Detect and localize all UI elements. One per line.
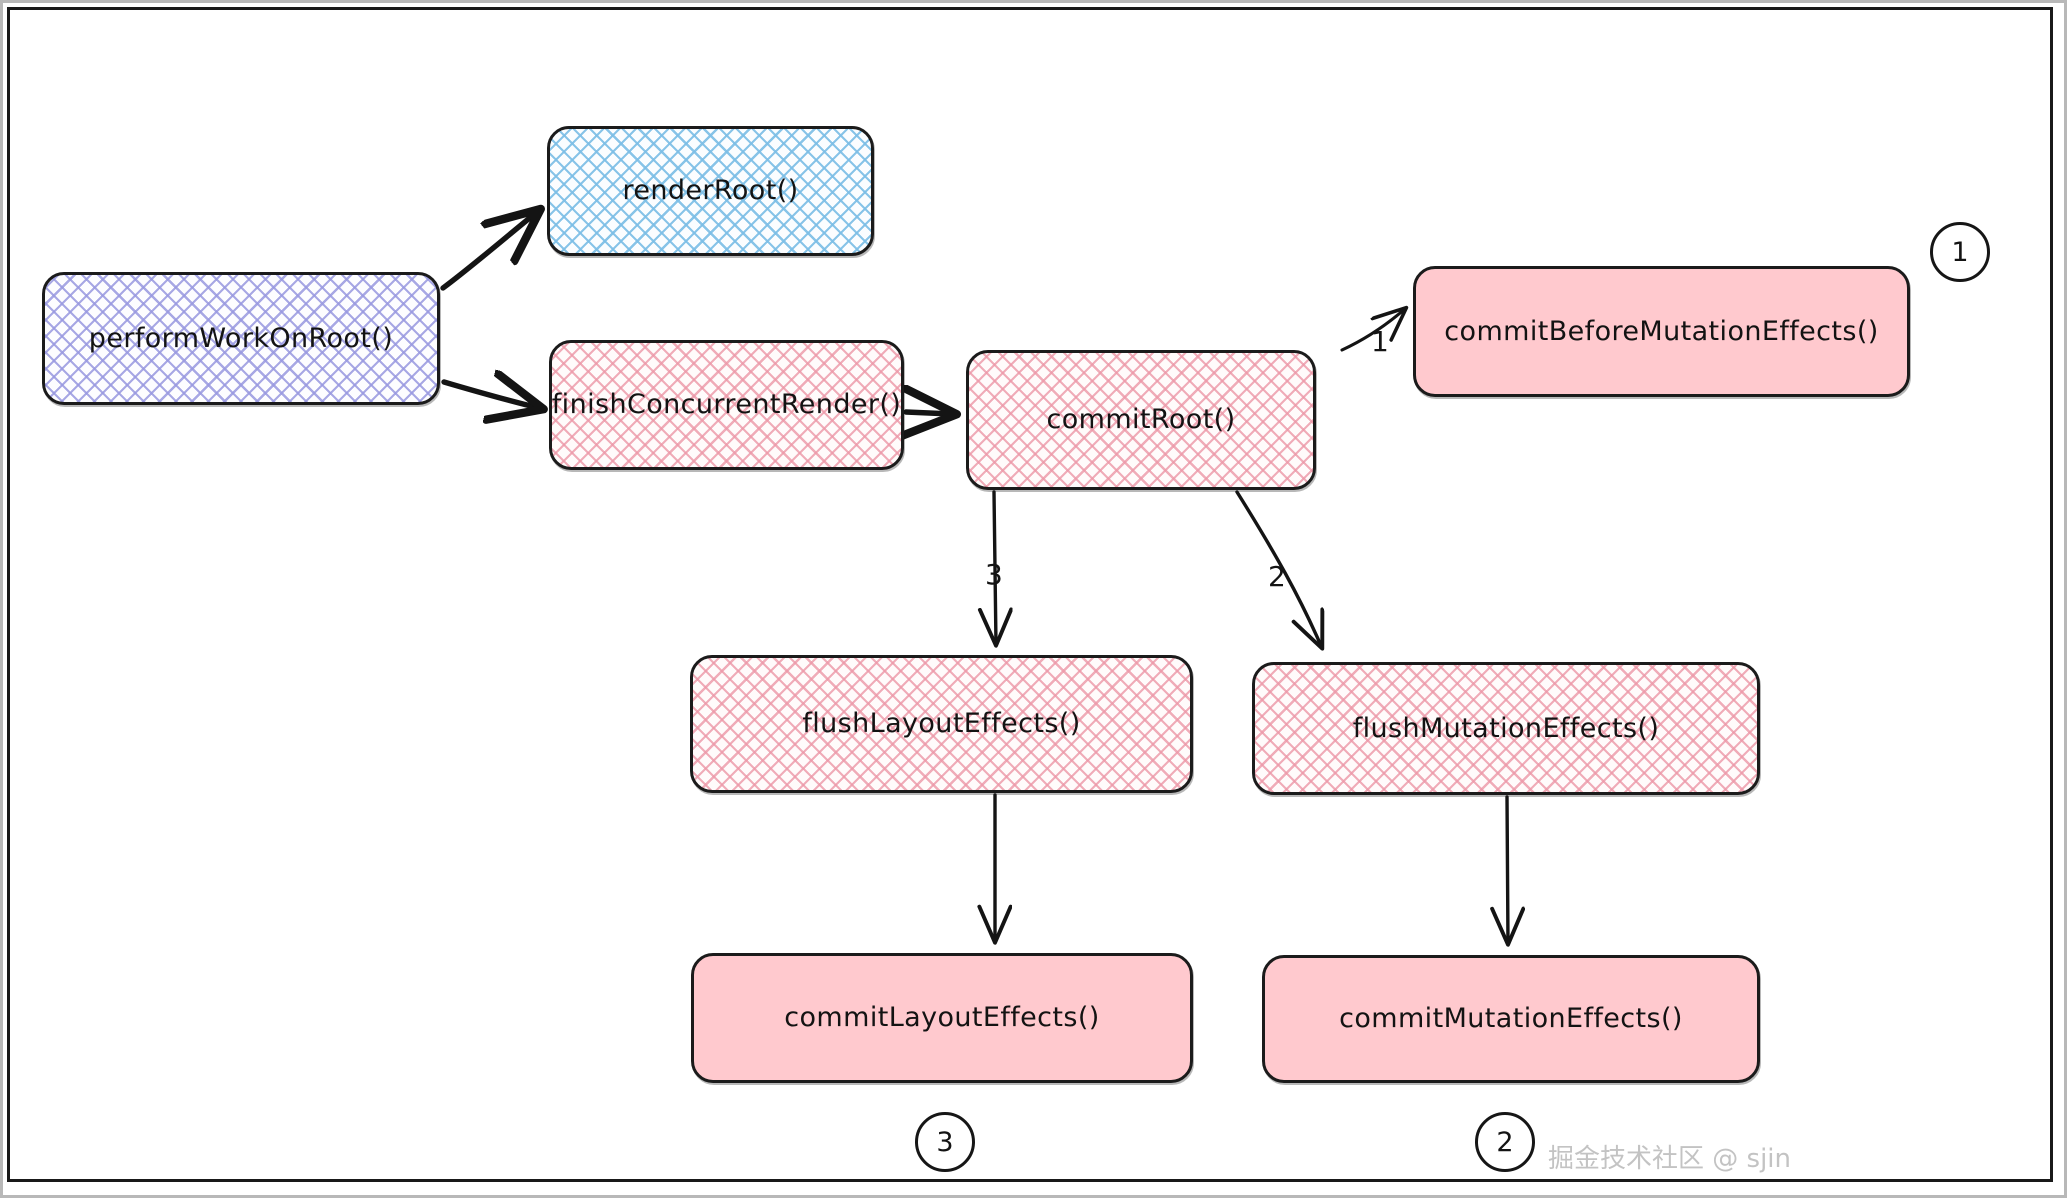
node-label: finishConcurrentRender()	[551, 389, 902, 421]
watermark: 掘金技术社区 @ sjin	[1548, 1144, 1792, 1174]
node-commitBeforeMutationEffects[interactable]: commitBeforeMutationEffects()	[1413, 266, 1910, 397]
node-commitMutationEffects[interactable]: commitMutationEffects()	[1262, 955, 1760, 1083]
node-renderRoot[interactable]: renderRoot()	[547, 126, 874, 256]
node-label: commitRoot()	[1046, 404, 1236, 436]
node-commitRoot[interactable]: commitRoot()	[966, 350, 1316, 490]
edge-flushMutationEffects-to-commitMutationEffects	[1507, 795, 1508, 944]
edge-performWorkOnRoot-to-renderRoot	[440, 212, 537, 291]
node-label: commitLayoutEffects()	[784, 1002, 1100, 1034]
step-badge-label: 3	[936, 1126, 954, 1158]
node-label: renderRoot()	[622, 175, 799, 207]
edge-label-3: 3	[985, 558, 1003, 591]
step-badge-3: 3	[915, 1112, 975, 1172]
edge-label-1: 1	[1371, 325, 1389, 358]
node-label: flushMutationEffects()	[1352, 712, 1660, 744]
step-badge-1: 1	[1930, 222, 1990, 282]
node-label: performWorkOnRoot()	[88, 322, 394, 354]
node-performWorkOnRoot[interactable]: performWorkOnRoot()	[42, 272, 440, 405]
edge-finishConcurrentRender-to-commitRoot	[906, 412, 952, 414]
node-commitLayoutEffects[interactable]: commitLayoutEffects()	[691, 953, 1193, 1083]
step-badge-label: 1	[1951, 236, 1969, 268]
edge-performWorkOnRoot-to-finishConcurrentRender	[441, 382, 539, 408]
node-label: commitMutationEffects()	[1339, 1003, 1683, 1035]
node-label: commitBeforeMutationEffects()	[1444, 315, 1879, 347]
step-badge-2: 2	[1475, 1112, 1535, 1172]
edge-label-2: 2	[1268, 560, 1286, 593]
node-flushMutationEffects[interactable]: flushMutationEffects()	[1252, 662, 1760, 795]
node-finishConcurrentRender[interactable]: finishConcurrentRender()	[549, 340, 904, 470]
node-flushLayoutEffects[interactable]: flushLayoutEffects()	[690, 655, 1193, 793]
node-label: flushLayoutEffects()	[802, 708, 1081, 740]
step-badge-label: 2	[1496, 1126, 1514, 1158]
